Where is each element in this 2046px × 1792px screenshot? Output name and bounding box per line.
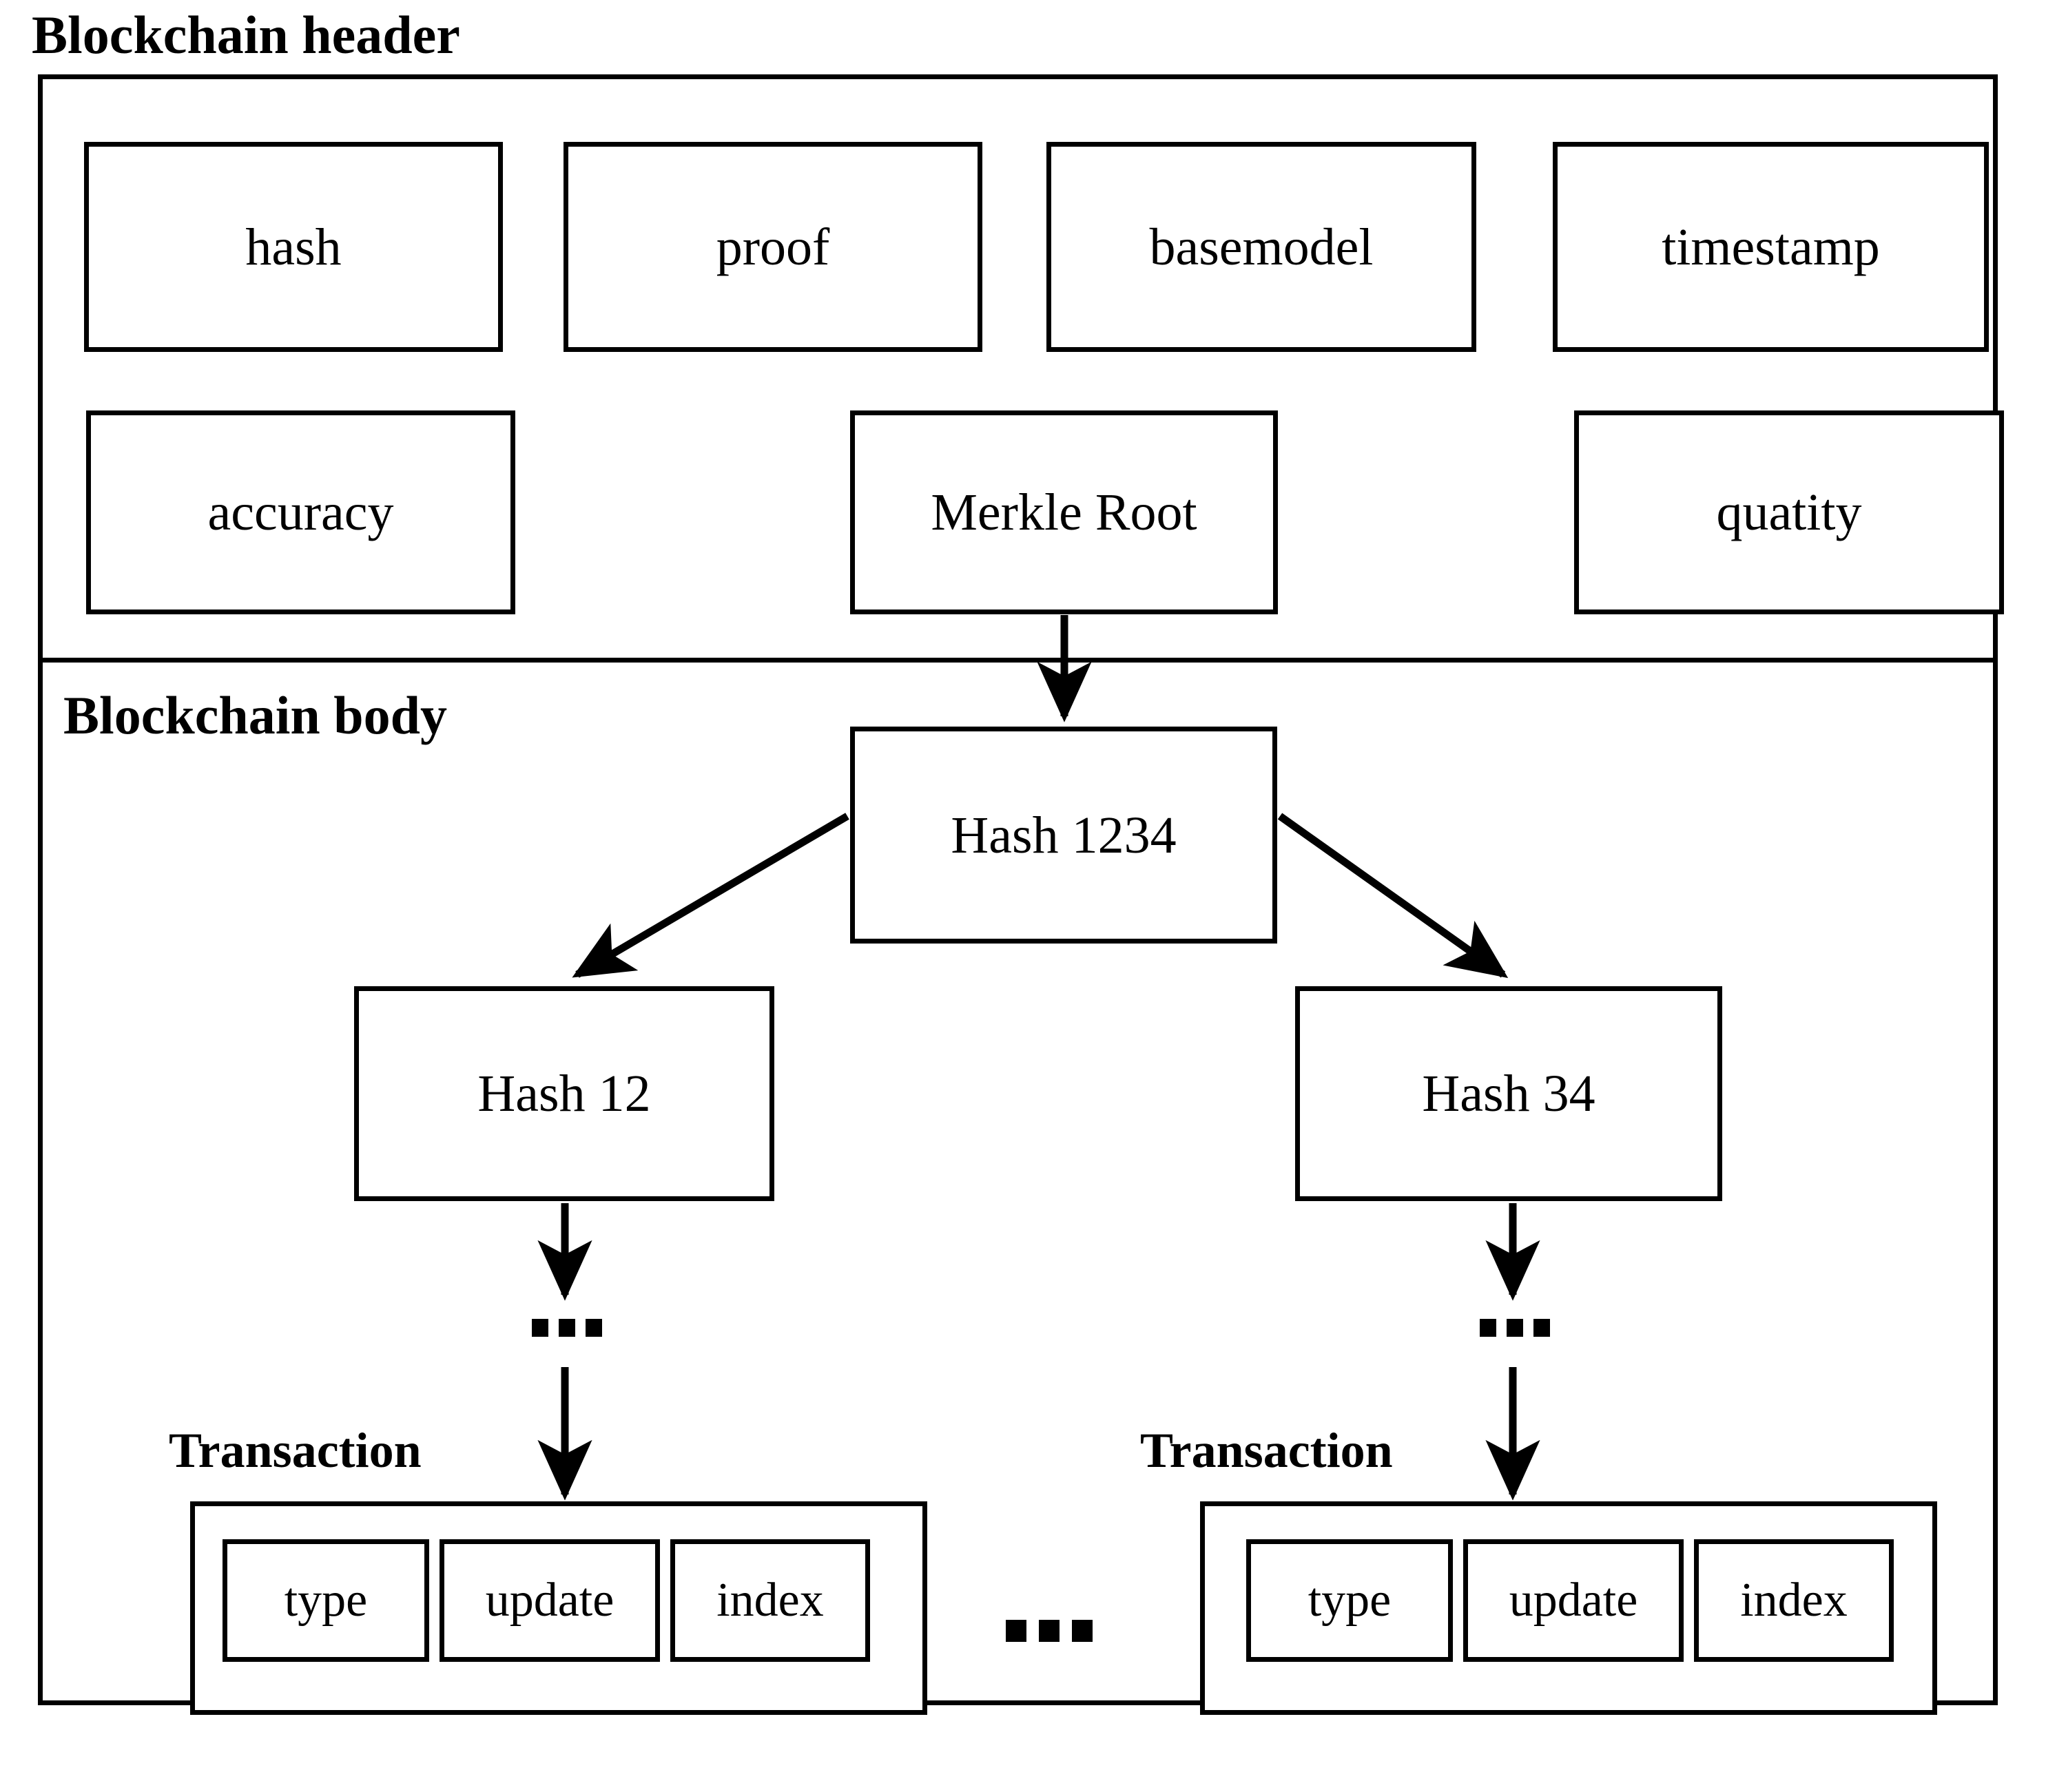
transaction-container-left[interactable]: type update index (190, 1501, 927, 1715)
blockchain-body-title: Blockchain body (63, 685, 448, 745)
header-field-basemodel[interactable]: basemodel (1046, 142, 1476, 352)
merkle-node-hash-12[interactable]: Hash 12 (354, 986, 774, 1201)
header-body-divider (38, 658, 1998, 663)
transaction-container-right[interactable]: type update index (1200, 1501, 1937, 1715)
transaction-field-type-left[interactable]: type (223, 1539, 429, 1662)
transaction-label-right: Transaction (1140, 1423, 1393, 1478)
header-field-timestamp[interactable]: timestamp (1553, 142, 1989, 352)
ellipsis-icon-right-branch (1480, 1319, 1550, 1337)
header-field-proof[interactable]: proof (564, 142, 982, 352)
header-field-quatity[interactable]: quatity (1574, 410, 2004, 614)
transaction-field-index-left[interactable]: index (670, 1539, 870, 1662)
merkle-node-hash-34[interactable]: Hash 34 (1295, 986, 1722, 1201)
transaction-field-update-left[interactable]: update (440, 1539, 660, 1662)
transaction-field-update-right[interactable]: update (1463, 1539, 1684, 1662)
transaction-field-type-right[interactable]: type (1246, 1539, 1453, 1662)
ellipsis-icon-left-branch (532, 1319, 602, 1337)
diagram-outer-frame (38, 74, 1998, 1705)
transaction-field-index-right[interactable]: index (1694, 1539, 1894, 1662)
ellipsis-icon-between-transactions (1006, 1620, 1093, 1642)
header-field-accuracy[interactable]: accuracy (86, 410, 515, 614)
header-field-merkle-root[interactable]: Merkle Root (850, 410, 1278, 614)
blockchain-header-title: Blockchain header (32, 5, 460, 65)
transaction-label-left: Transaction (169, 1423, 422, 1478)
header-field-hash[interactable]: hash (84, 142, 503, 352)
merkle-node-hash-1234[interactable]: Hash 1234 (850, 727, 1277, 944)
